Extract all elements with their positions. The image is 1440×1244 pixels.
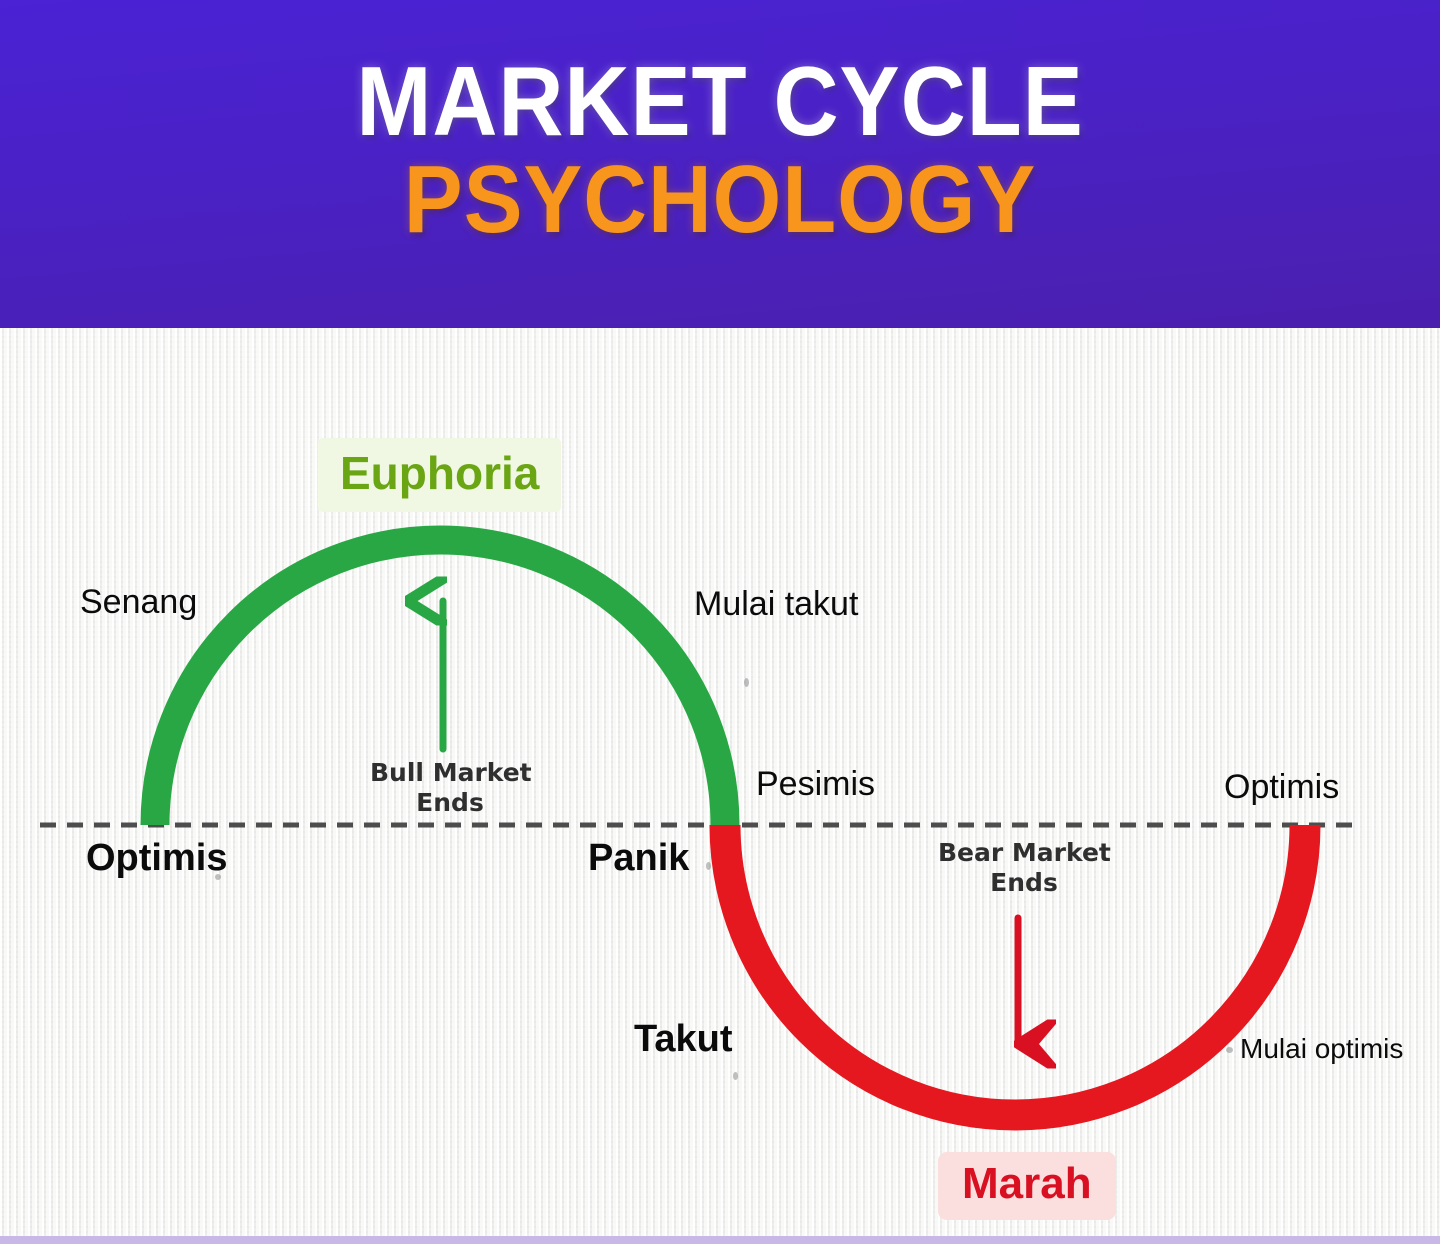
title-line-psychology: PSYCHOLOGY bbox=[403, 146, 1037, 253]
caption-bear-market-line2: Ends bbox=[990, 867, 1058, 897]
caption-bull-market-line1: Bull Market bbox=[370, 758, 532, 787]
label-senang: Senang bbox=[80, 583, 198, 621]
caption-bull-market-ends: Bull Market Ends bbox=[370, 758, 532, 817]
label-pesimis: Pesimis bbox=[756, 765, 876, 803]
bottom-accent-strip bbox=[0, 1236, 1440, 1244]
label-optimis-left: Optimis bbox=[86, 837, 228, 879]
caption-bear-market-ends: Bear Market Ends bbox=[938, 838, 1111, 897]
paper-speck bbox=[1226, 1047, 1233, 1053]
bear-market-arc bbox=[709, 824, 1321, 1131]
caption-bull-market-line2: Ends bbox=[416, 787, 484, 817]
header-banner: MARKET CYCLE PSYCHOLOGY bbox=[0, 0, 1440, 328]
paper-speck bbox=[706, 862, 711, 870]
paper-speck bbox=[744, 678, 749, 687]
title-line-market-cycle: MARKET CYCLE bbox=[356, 46, 1084, 156]
paper-speck bbox=[215, 874, 221, 880]
label-mulai-takut: Mulai takut bbox=[694, 585, 859, 623]
caption-bear-market-line1: Bear Market bbox=[938, 838, 1111, 867]
label-euphoria: Euphoria bbox=[318, 438, 562, 512]
label-panik: Panik bbox=[588, 837, 690, 879]
label-marah: Marah bbox=[938, 1152, 1116, 1220]
paper-speck bbox=[733, 1072, 738, 1080]
label-takut: Takut bbox=[634, 1018, 733, 1060]
label-optimis-right: Optimis bbox=[1224, 768, 1340, 806]
market-cycle-diagram bbox=[40, 525, 1352, 1131]
bull-market-arc bbox=[140, 525, 740, 826]
label-mulai-optimis: Mulai optimis bbox=[1240, 1033, 1404, 1064]
